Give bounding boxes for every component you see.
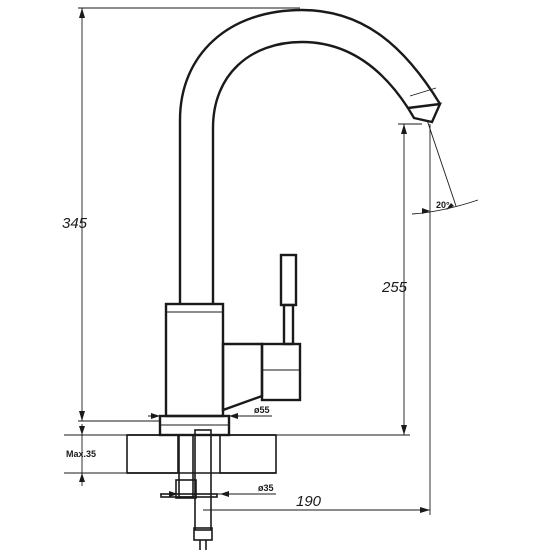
max-thickness-label: Max.35 [66, 449, 96, 459]
dimension-max-counter-thickness: Max.35 [64, 424, 127, 486]
height-total-label: 345 [62, 215, 88, 232]
reach-label: 190 [296, 493, 322, 510]
faucet-body [158, 8, 442, 437]
dimension-total-height: 345 [62, 7, 300, 422]
dimension-hole-diameter: ø35 [160, 483, 276, 497]
mounting-hardware [160, 429, 218, 550]
dimension-spout-angle: 20° [411, 119, 479, 515]
dimension-base-diameter: ø55 [148, 405, 272, 419]
base-diameter-label: ø55 [254, 405, 270, 415]
countertop-section [126, 434, 277, 474]
hole-diameter-label: ø35 [258, 483, 274, 493]
spout-height-label: 255 [381, 279, 408, 296]
dimension-reach: 190 [203, 493, 430, 513]
spout-angle-label: 20° [436, 200, 450, 210]
dimension-spout-height: 255 [276, 123, 422, 436]
